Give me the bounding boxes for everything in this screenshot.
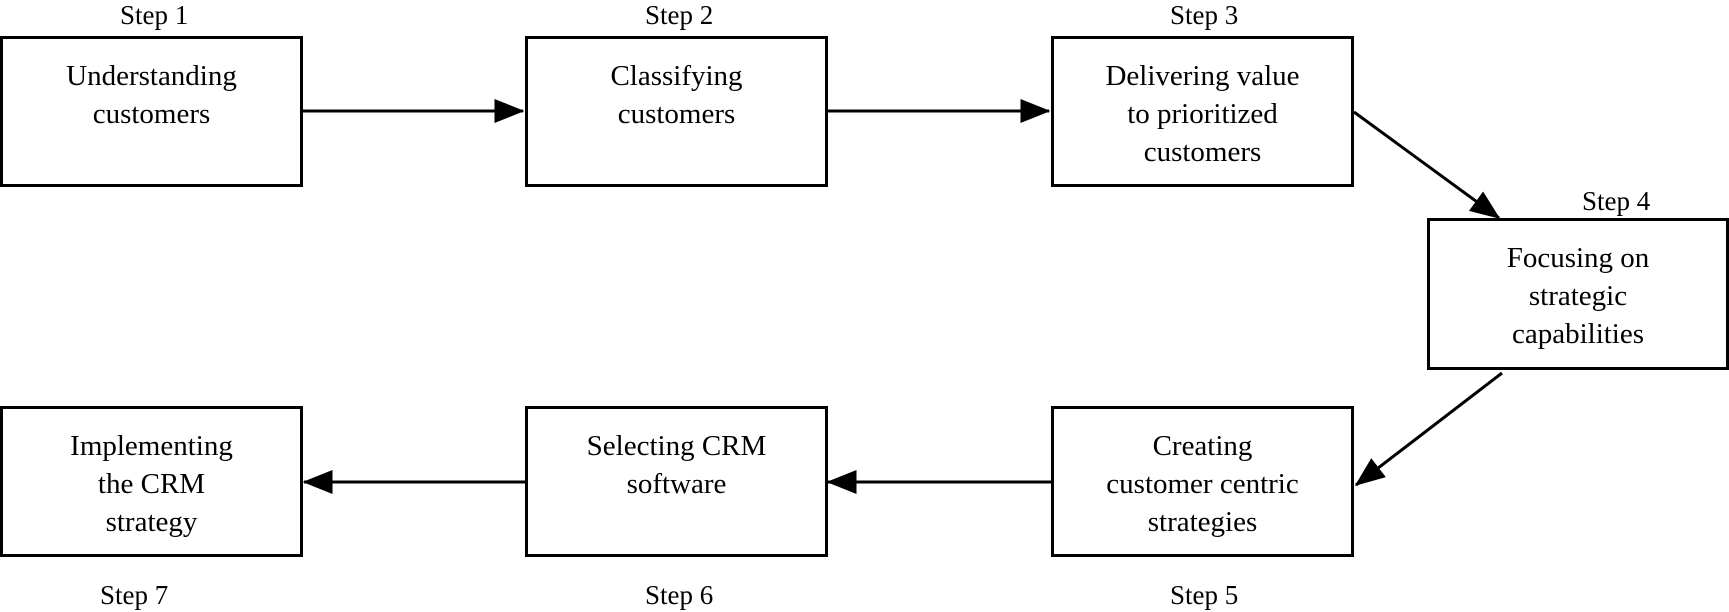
step-1-box: Understanding customers	[0, 36, 303, 187]
step-5-label: Step 5	[1170, 580, 1239, 610]
arrow-step4-to-step5	[1354, 371, 1503, 487]
step-2-label: Step 2	[645, 0, 714, 30]
step-4-label: Step 4	[1582, 186, 1651, 216]
arrow-step3-to-step4	[1353, 110, 1501, 220]
step-6-box: Selecting CRM software	[525, 406, 828, 557]
step-1-text: Understanding customers	[66, 60, 237, 130]
step-3-label: Step 3	[1170, 0, 1239, 30]
step-5-text: Creating customer centric strategies	[1106, 430, 1299, 538]
step-3-text: Delivering value to prioritized customer…	[1105, 60, 1300, 168]
step-7-label: Step 7	[100, 580, 169, 610]
step-1-label: Step 1	[120, 0, 189, 30]
step-6-text: Selecting CRM software	[586, 430, 767, 500]
step-2-text: Classifying customers	[610, 60, 743, 130]
step-2-box: Classifying customers	[525, 36, 828, 187]
step-4-text: Focusing on strategic capabilities	[1506, 242, 1650, 350]
step-5-box: Creating customer centric strategies	[1051, 406, 1354, 557]
step-7-text: Implementing the CRM strategy	[70, 430, 233, 538]
step-7-box: Implementing the CRM strategy	[0, 406, 303, 557]
step-3-box: Delivering value to prioritized customer…	[1051, 36, 1354, 187]
step-4-box: Focusing on strategic capabilities	[1427, 218, 1729, 370]
step-6-label: Step 6	[645, 580, 714, 610]
